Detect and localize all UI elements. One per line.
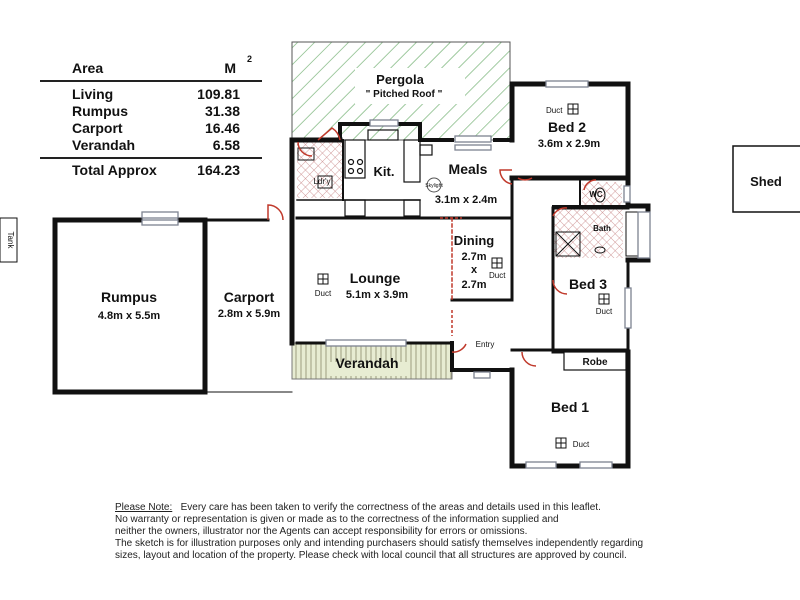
note-text-1: Every care has been taken to verify the … (180, 502, 601, 513)
area-total-label: Total Approx (72, 162, 157, 178)
kitchen-label: Kit. (374, 164, 395, 179)
area-row-value: 109.81 (197, 86, 240, 102)
area-unit-sup: 2 (246, 54, 252, 64)
bath-tiles (553, 208, 623, 258)
duct-icons (317, 103, 610, 449)
duct-label: Duct (596, 307, 613, 316)
area-row-name: Rumpus (72, 103, 128, 119)
rumpus-label: Rumpus (101, 289, 157, 305)
note-line-5: sizes, layout and location of the proper… (115, 550, 627, 561)
meals-label: Meals (449, 161, 488, 177)
area-row-name: Living (72, 86, 114, 102)
bed3-label: Bed 3 (569, 276, 607, 292)
lounge-size: 5.1m x 3.9m (346, 289, 409, 301)
note-line-1: Please Note: Every care has been taken t… (115, 502, 685, 514)
bed2-size: 3.6m x 2.9m (538, 138, 601, 150)
dining-size-b: 2.7m (461, 279, 486, 291)
area-row: Living 109.81 (40, 86, 262, 103)
tank-outline (0, 217, 18, 263)
rumpus-size: 4.8m x 5.5m (98, 310, 161, 322)
area-row: Verandah 6.58 (40, 137, 262, 154)
area-row: Carport 16.46 (40, 120, 262, 137)
note-heading: Please Note: (115, 502, 173, 513)
shed-outline (732, 145, 800, 213)
area-header-label: Area (72, 60, 104, 76)
duct-label: Duct (489, 271, 506, 280)
note-line-4: The sketch is for illustration purposes … (115, 538, 644, 549)
doors (267, 127, 597, 367)
area-total-value: 164.23 (197, 162, 240, 178)
windows (141, 80, 651, 469)
dining-label: Dining (454, 233, 494, 248)
dining-size-a: 2.7m (461, 251, 486, 263)
laundry-tiles (297, 140, 343, 198)
area-row-value: 6.58 (212, 137, 240, 153)
duct-label: Duct (573, 440, 590, 449)
note-line-2: No warranty or representation is given o… (115, 514, 559, 525)
skylight-label: Skylight (425, 183, 443, 189)
meals-size: 3.1m x 2.4m (435, 194, 498, 206)
area-row-value: 31.38 (204, 103, 240, 119)
area-unit-text: M (224, 60, 236, 76)
carport-size: 2.8m x 5.9m (218, 308, 281, 320)
shed-label: Shed (750, 174, 782, 189)
area-row-name: Verandah (72, 137, 136, 153)
verandah-label: Verandah (335, 355, 398, 371)
disclaimer-note: Please Note: Every care has been taken t… (115, 502, 685, 562)
area-row: Rumpus 31.38 (40, 103, 262, 120)
robe-box (563, 351, 627, 371)
duct-label: Duct (546, 106, 563, 115)
area-rows: Living 109.81 Rumpus 31.38 Carport 16.46 Ve… (40, 82, 262, 159)
kitchen-fittings (344, 129, 433, 217)
area-row-value: 16.46 (204, 120, 240, 136)
laundry-label: Ldr'y (313, 177, 330, 186)
robe-label: Robe (583, 357, 608, 368)
entry-label: Entry (476, 340, 495, 349)
duct-label: Duct (315, 289, 332, 298)
bed1-label: Bed 1 (551, 399, 589, 415)
area-total-row: Total Approx 164.23 (40, 159, 262, 178)
wc-label: WC (589, 190, 603, 199)
lounge-label: Lounge (350, 270, 401, 286)
pergola-label: Pergola (376, 72, 424, 87)
pergola-sub-label: " Pitched Roof " (366, 89, 443, 100)
tank-label: Tank (6, 232, 15, 250)
bath-label: Bath (593, 224, 611, 233)
carport-label: Carport (224, 289, 275, 305)
note-line-3: neither the owners, illustrator nor the … (115, 526, 528, 537)
area-row-name: Carport (72, 120, 123, 136)
bed2-label: Bed 2 (548, 119, 586, 135)
dining-size-x: x (471, 264, 478, 276)
skylight-icon (426, 177, 442, 193)
